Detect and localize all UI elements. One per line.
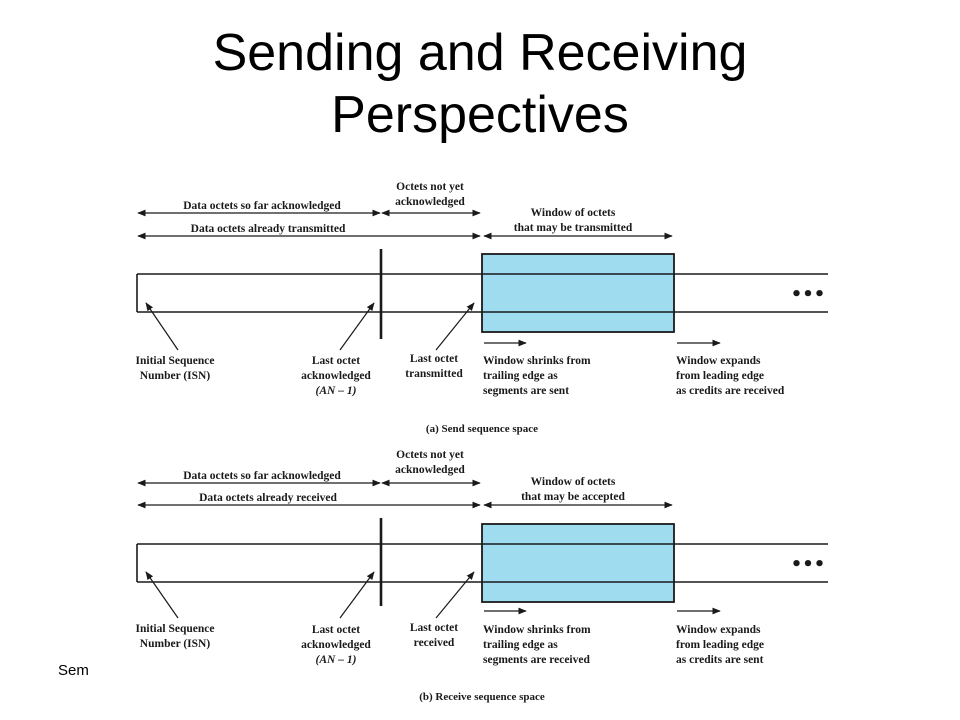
recv-window-box bbox=[481, 523, 675, 603]
send-not-acked-label-2: acknowledged bbox=[395, 196, 465, 208]
recv-received-label: Data octets already received bbox=[199, 492, 337, 504]
recv-caption: (b) Receive sequence space bbox=[419, 691, 545, 703]
send-isn-label-1: Initial Sequence bbox=[136, 355, 215, 367]
send-not-acked-label-1: Octets not yet bbox=[396, 181, 464, 193]
recv-not-acked-label-1: Octets not yet bbox=[396, 449, 464, 461]
send-isn-label-2: Number (ISN) bbox=[140, 370, 211, 382]
recv-expand-label-2: from leading edge bbox=[676, 639, 764, 651]
send-last-other-pointer bbox=[435, 302, 475, 351]
recv-isn-label-2: Number (ISN) bbox=[140, 638, 211, 650]
send-window-box bbox=[481, 253, 675, 333]
send-shrink-label-2: trailing edge as bbox=[483, 370, 558, 382]
recv-shrink-label-2: trailing edge as bbox=[483, 639, 558, 651]
send-acked-label: Data octets so far acknowledged bbox=[183, 200, 341, 212]
send-caption: (a) Send sequence space bbox=[426, 423, 538, 435]
send-last-acked-label-1: Last octet bbox=[312, 355, 360, 367]
send-last-acked-label-3: (AN – 1) bbox=[316, 385, 357, 397]
slide-title-line2: Perspectives bbox=[331, 86, 629, 144]
send-window-label-1: Window of octets bbox=[531, 207, 616, 219]
recv-window-label-2: that may be accepted bbox=[521, 491, 625, 503]
recv-shrink-label-3: segments are received bbox=[483, 654, 590, 666]
send-last-other-label-2: transmitted bbox=[405, 368, 463, 380]
recv-last-acked-pointer bbox=[339, 571, 375, 619]
send-isn-pointer bbox=[145, 302, 179, 351]
recv-not-acked-label-2: acknowledged bbox=[395, 464, 465, 476]
recv-expand-label-3: as credits are sent bbox=[676, 654, 764, 666]
send-last-acked-label-2: acknowledged bbox=[301, 370, 371, 382]
recv-last-acked-label-3: (AN – 1) bbox=[316, 654, 357, 666]
slide-title-line1: Sending and Receiving bbox=[212, 24, 748, 82]
recv-shrink-label-1: Window shrinks from bbox=[483, 624, 591, 636]
send-sequence-panel: Data octets so far acknowledged Octets n… bbox=[136, 181, 828, 435]
recv-last-other-pointer bbox=[435, 571, 475, 619]
send-expand-label-3: as credits are received bbox=[676, 385, 785, 397]
send-last-acked-pointer bbox=[339, 302, 375, 351]
send-transmitted-label: Data octets already transmitted bbox=[191, 223, 346, 235]
recv-last-acked-label-2: acknowledged bbox=[301, 639, 371, 651]
footer-text: Sem bbox=[58, 662, 89, 679]
recv-window-label-1: Window of octets bbox=[531, 476, 616, 488]
recv-ellipsis: ••• bbox=[791, 554, 826, 575]
slide-title: Sending and Receiving Perspectives bbox=[0, 22, 960, 146]
receive-sequence-panel: Data octets so far acknowledged Octets n… bbox=[136, 449, 828, 703]
send-ellipsis: ••• bbox=[791, 284, 826, 305]
recv-acked-label: Data octets so far acknowledged bbox=[183, 470, 341, 482]
recv-isn-pointer bbox=[145, 571, 179, 619]
recv-isn-label-1: Initial Sequence bbox=[136, 623, 215, 635]
recv-last-other-label-1: Last octet bbox=[410, 622, 458, 634]
send-shrink-label-1: Window shrinks from bbox=[483, 355, 591, 367]
recv-last-other-label-2: received bbox=[414, 637, 455, 649]
send-window-label-2: that may be transmitted bbox=[514, 222, 633, 234]
send-last-other-label-1: Last octet bbox=[410, 353, 458, 365]
send-shrink-label-3: segments are sent bbox=[483, 385, 569, 397]
send-expand-label-1: Window expands bbox=[676, 355, 761, 367]
recv-last-acked-label-1: Last octet bbox=[312, 624, 360, 636]
recv-expand-label-1: Window expands bbox=[676, 624, 761, 636]
send-expand-label-2: from leading edge bbox=[676, 370, 764, 382]
